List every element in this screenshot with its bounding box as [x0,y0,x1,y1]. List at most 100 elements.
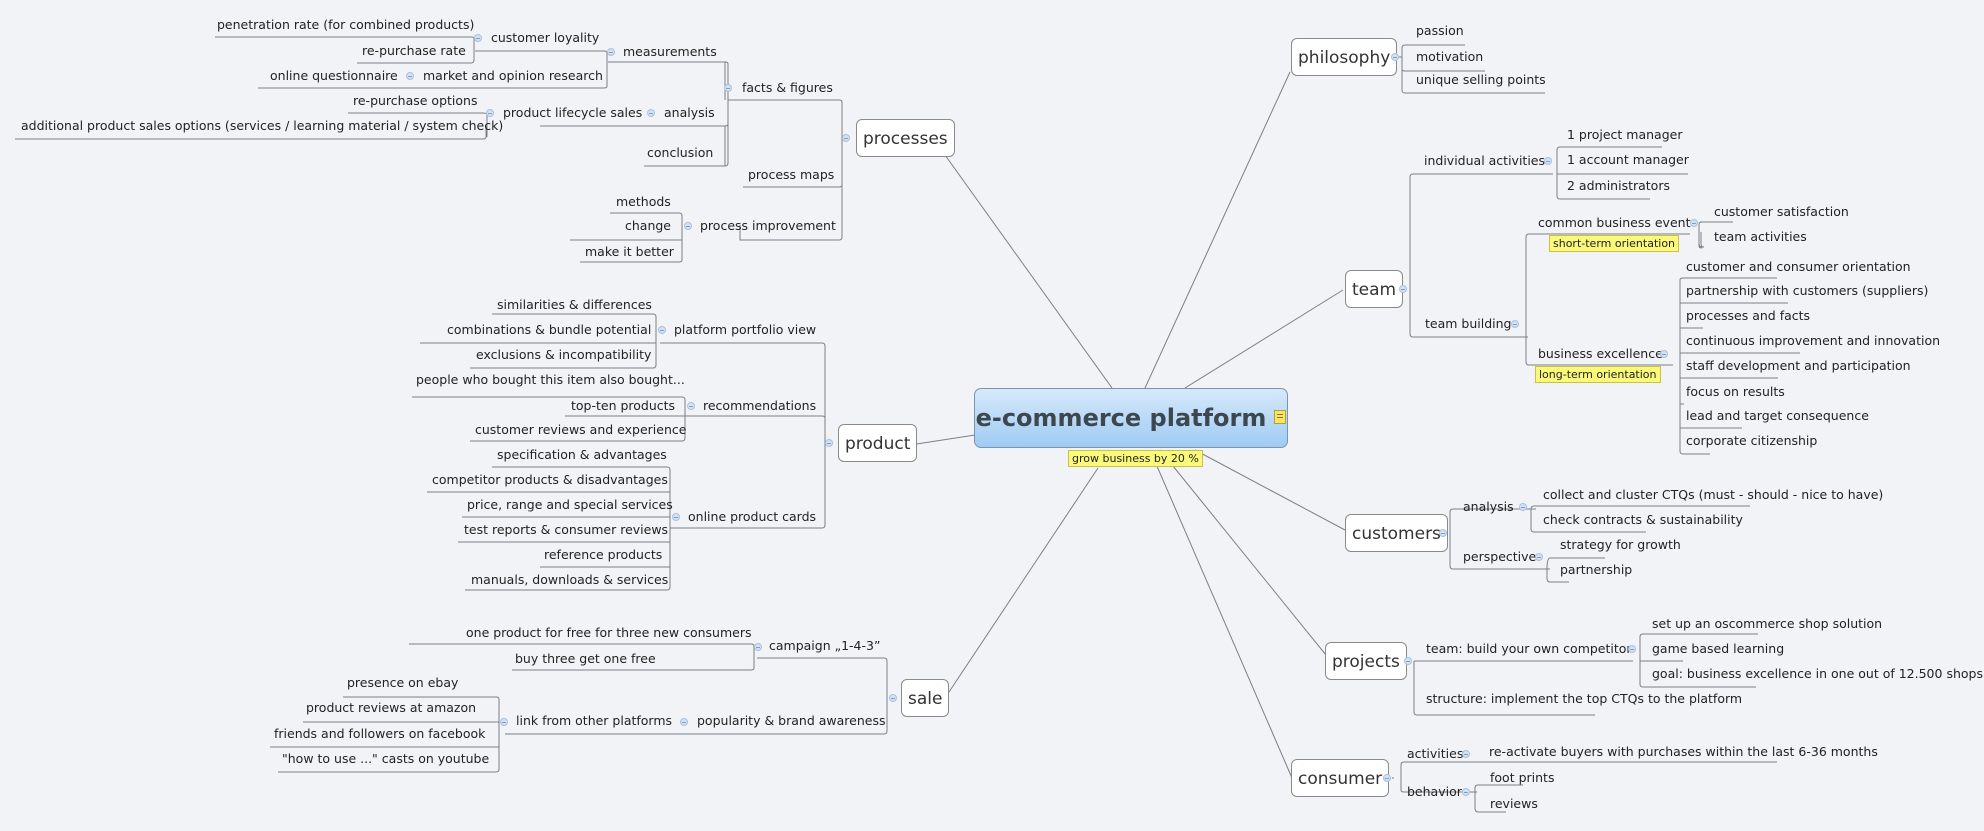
topic-excellence-item[interactable]: lead and target consequence [1686,408,1869,423]
collapse-icon[interactable] [724,84,732,92]
topic-check-contracts[interactable]: check contracts & sustainability [1543,512,1743,527]
collapse-icon[interactable] [825,439,833,447]
topic-foot-prints[interactable]: foot prints [1490,770,1555,785]
collapse-icon[interactable] [889,694,897,702]
topic-activities[interactable]: activities [1407,746,1464,761]
collapse-icon[interactable] [842,134,850,142]
topic-people-also-bought[interactable]: people who bought this item also bought.… [416,372,685,387]
collapse-icon[interactable] [672,513,680,521]
topic-customer-satisfaction[interactable]: customer satisfaction [1714,204,1849,219]
topic-team-activities[interactable]: team activities [1714,229,1807,244]
topic-price-range[interactable]: price, range and special services [467,497,673,512]
topic-projects[interactable]: projects [1325,642,1407,680]
topic-excellence-item[interactable]: staff development and participation [1686,358,1911,373]
topic-perspective[interactable]: perspective [1463,549,1537,564]
topic-team-building[interactable]: team building [1425,316,1512,331]
topic-competitor-products[interactable]: competitor products & disadvantages [432,472,668,487]
topic-sale[interactable]: sale [901,679,950,717]
topic-team[interactable]: team [1345,270,1404,308]
topic-goal[interactable]: goal: business excellence in one out of … [1652,666,1983,681]
topic-motivation[interactable]: motivation [1416,49,1484,64]
collapse-icon[interactable] [1535,553,1543,561]
topic-collect-ctqs[interactable]: collect and cluster CTQs (must - should … [1543,487,1884,502]
topic-one-product-free[interactable]: one product for free for three new consu… [466,625,752,640]
topic-buy-three[interactable]: buy three get one free [515,651,656,666]
topic-individual-activities[interactable]: individual activities [1424,153,1545,168]
collapse-icon[interactable] [1399,285,1407,293]
collapse-icon[interactable] [684,222,692,230]
topic-facts-figures[interactable]: facts & figures [742,80,833,95]
topic-customer-reviews[interactable]: customer reviews and experience [475,422,687,437]
collapse-icon[interactable] [1511,320,1519,328]
collapse-icon[interactable] [1383,774,1391,782]
topic-structure[interactable]: structure: implement the top CTQs to the… [1426,691,1743,706]
topic-analysis[interactable]: analysis [664,105,715,120]
topic-product-lifecycle-sales[interactable]: product lifecycle sales [503,105,643,120]
collapse-icon[interactable] [1462,750,1470,758]
collapse-icon[interactable] [754,643,762,651]
topic-game-based-learning[interactable]: game based learning [1652,641,1785,656]
topic-facebook[interactable]: friends and followers on facebook [274,726,486,741]
topic-platform-portfolio-view[interactable]: platform portfolio view [674,322,817,337]
collapse-icon[interactable] [607,48,615,56]
topic-reference-products[interactable]: reference products [544,547,663,562]
topic-excellence-item[interactable]: focus on results [1686,384,1785,399]
topic-build-competitor[interactable]: team: build your own competitor [1426,641,1632,656]
topic-measurements[interactable]: measurements [623,44,717,59]
topic-excellence-item[interactable]: processes and facts [1686,308,1811,323]
topic-customer-loyality[interactable]: customer loyality [491,30,600,45]
topic-partnership[interactable]: partnership [1560,562,1633,577]
collapse-icon[interactable] [1462,788,1470,796]
collapse-icon[interactable] [500,718,508,726]
topic-top-ten-products[interactable]: top-ten products [571,398,676,413]
topic-philosophy[interactable]: philosophy [1291,38,1398,76]
topic-conclusion[interactable]: conclusion [647,145,714,160]
topic-reactivate-buyers[interactable]: re-activate buyers with purchases within… [1489,744,1878,759]
topic-administrators[interactable]: 2 administrators [1567,178,1670,193]
collapse-icon[interactable] [1690,219,1698,227]
topic-account-manager[interactable]: 1 account manager [1567,152,1689,167]
collapse-icon[interactable] [1628,645,1636,653]
topic-campaign[interactable]: campaign „1-4-3” [769,638,881,653]
topic-repurchase-rate[interactable]: re-purchase rate [362,43,466,58]
topic-methods[interactable]: methods [616,194,671,209]
topic-penetration-rate[interactable]: penetration rate (for combined products) [217,17,475,32]
topic-processes[interactable]: processes [856,119,955,157]
topic-consumer[interactable]: consumer [1291,759,1390,797]
topic-specification[interactable]: specification & advantages [497,447,667,462]
topic-oscommerce[interactable]: set up an oscommerce shop solution [1652,616,1883,631]
collapse-icon[interactable] [647,109,655,117]
topic-behavior[interactable]: behavior [1407,784,1462,799]
collapse-icon[interactable] [1439,529,1447,537]
topic-market-research[interactable]: market and opinion research [423,68,603,83]
topic-passion[interactable]: passion [1416,23,1464,38]
topic-unique-selling-points[interactable]: unique selling points [1416,72,1546,87]
topic-customers[interactable]: customers [1345,514,1448,552]
topic-excellence-item[interactable]: partnership with customers (suppliers) [1686,283,1929,298]
topic-business-excellence[interactable]: business excellence [1538,346,1663,361]
topic-project-manager[interactable]: 1 project manager [1567,127,1683,142]
topic-repurchase-options[interactable]: re-purchase options [353,93,478,108]
topic-strategy-for-growth[interactable]: strategy for growth [1560,537,1681,552]
central-topic[interactable]: e-commerce platform [974,388,1288,448]
topic-process-improvement[interactable]: process improvement [700,218,836,233]
topic-exclusions[interactable]: exclusions & incompatibility [476,347,652,362]
collapse-icon[interactable] [1519,503,1527,511]
topic-product[interactable]: product [838,424,918,462]
topic-process-maps[interactable]: process maps [748,167,835,182]
note-icon[interactable] [1274,410,1287,424]
collapse-icon[interactable] [658,326,666,334]
topic-combinations[interactable]: combinations & bundle potential [447,322,652,337]
collapse-icon[interactable] [1391,53,1399,61]
topic-online-questionnaire[interactable]: online questionnaire [270,68,398,83]
topic-similarities[interactable]: similarities & differences [497,297,652,312]
topic-reviews[interactable]: reviews [1490,796,1538,811]
collapse-icon[interactable] [1404,657,1412,665]
collapse-icon[interactable] [687,402,695,410]
collapse-icon[interactable] [1544,157,1552,165]
topic-excellence-item[interactable]: continuous improvement and innovation [1686,333,1941,348]
topic-youtube[interactable]: "how to use ..." casts on youtube [282,751,490,766]
topic-online-product-cards[interactable]: online product cards [688,509,817,524]
topic-popularity[interactable]: popularity & brand awareness [697,713,886,728]
collapse-icon[interactable] [474,34,482,42]
